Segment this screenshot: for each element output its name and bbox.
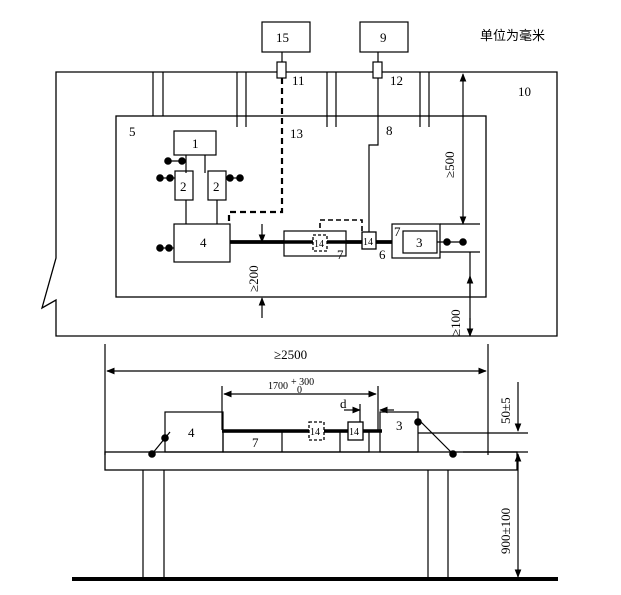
elev-label-7: 7	[252, 435, 259, 450]
dim-500	[440, 73, 480, 253]
label-2a: 2	[180, 179, 187, 194]
dashed-loop	[319, 219, 363, 236]
ceiling-hangers	[152, 72, 430, 127]
clamp-14-dashed	[312, 234, 328, 252]
clamp-14-solid	[361, 231, 377, 250]
connector-12	[372, 61, 383, 79]
dim-500-label: ≥500	[442, 151, 457, 178]
label-7b: 7	[394, 224, 401, 239]
terminals-2	[156, 157, 244, 182]
elev-clamp-14-solid	[347, 421, 364, 441]
label-7a: 7	[337, 247, 344, 262]
connector-11	[276, 61, 287, 79]
label-2b: 2	[213, 179, 220, 194]
label-4: 4	[200, 235, 207, 250]
label-14a: 14	[314, 239, 324, 250]
elev-label-4: 4	[188, 425, 195, 440]
label-13: 13	[290, 126, 303, 141]
dashed-cable-13	[227, 78, 284, 224]
elev-leads	[148, 418, 457, 458]
elev-clamp-14-dashed	[308, 421, 325, 441]
dim-100-label: ≥100	[448, 309, 463, 336]
box-1	[173, 130, 217, 156]
elev-support-7	[222, 431, 370, 453]
dim-50-label: 50±5	[498, 397, 513, 424]
dim-2500-label: ≥2500	[274, 347, 307, 362]
label-8: 8	[386, 123, 393, 138]
label-6: 6	[379, 247, 386, 262]
dim-200-label: ≥200	[246, 265, 261, 292]
enclosure-5	[115, 115, 487, 298]
dim-d-label: d	[340, 396, 347, 411]
elev-label-14a: 14	[310, 427, 320, 438]
label-14b: 14	[363, 237, 373, 248]
box-15	[261, 21, 311, 53]
support-7-right	[391, 223, 441, 259]
cable-8	[368, 78, 379, 232]
outer-room-outline	[40, 71, 558, 337]
dim-1700-tol: + 300	[291, 377, 314, 388]
dim-900-label: 900±100	[498, 508, 513, 554]
box-9	[359, 21, 409, 53]
dim-1700-label: 1700	[268, 381, 288, 392]
dim-1700-tol-low: 0	[297, 385, 302, 396]
unit-note: 单位为毫米	[480, 28, 545, 44]
elev-label-3: 3	[396, 418, 403, 433]
table-legs	[142, 470, 449, 578]
label-5: 5	[129, 124, 136, 139]
label-3: 3	[416, 235, 423, 250]
dim-50	[418, 382, 528, 453]
label-9: 9	[380, 30, 387, 45]
label-15: 15	[276, 30, 289, 45]
label-11: 11	[292, 73, 305, 88]
box-2-left	[174, 170, 194, 201]
label-10: 10	[518, 84, 531, 99]
label-1: 1	[192, 136, 199, 151]
elev-label-14b: 14	[349, 427, 359, 438]
label-12: 12	[390, 73, 403, 88]
